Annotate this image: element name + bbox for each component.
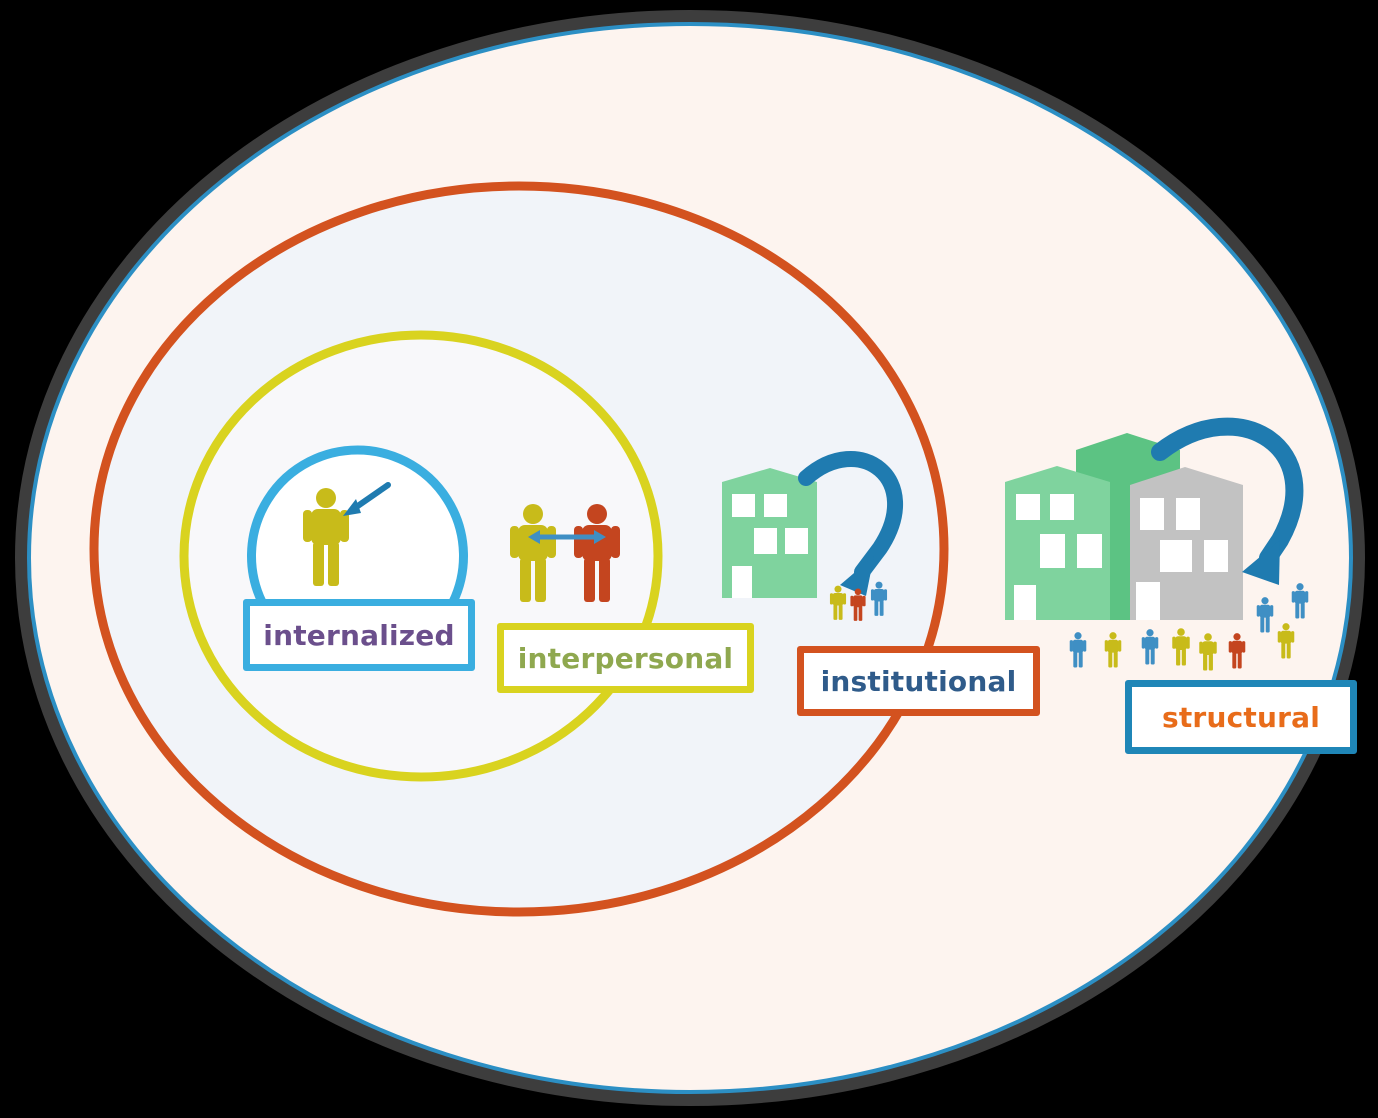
structural-label-text: structural (1161, 700, 1320, 734)
institutional-label-text: institutional (820, 664, 1017, 698)
interpersonal-label: interpersonal (497, 623, 754, 693)
double-arrow-right-icon (594, 530, 606, 544)
structural-ring-inner (27, 22, 1353, 1094)
building-icon (1130, 467, 1243, 620)
internal-arrowhead-icon (343, 499, 361, 516)
structural-label: structural (1125, 680, 1357, 754)
curved-arrow-icon (1151, 417, 1304, 567)
internalized-label: internalized (243, 599, 475, 671)
institutional-label: institutional (797, 646, 1040, 716)
internalized-label-text: internalized (263, 618, 455, 652)
double-arrow-left-icon (528, 530, 540, 544)
interpersonal-label-text: interpersonal (517, 641, 734, 675)
building-icon (722, 468, 817, 598)
curved-arrowhead-icon (840, 556, 874, 596)
curved-arrowhead-icon (1242, 540, 1280, 585)
curved-arrow-icon (798, 451, 904, 580)
internalized-ring (247, 445, 468, 607)
